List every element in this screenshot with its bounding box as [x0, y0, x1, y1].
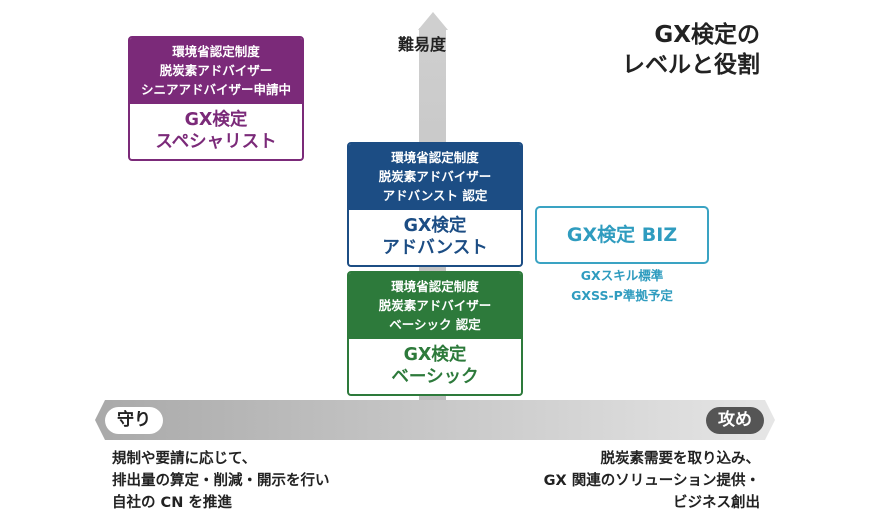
- card-header: 環境省認定制度 脱炭素アドバイザー アドバンスト 認定: [349, 144, 521, 210]
- name-line: アドバンスト: [382, 238, 488, 258]
- defense-description: 規制や要請に応じて、 排出量の算定・削減・開示を行い 自社の CN を推進: [112, 448, 330, 514]
- card-header: 環境省認定制度 脱炭素アドバイザー シニアアドバイザー申請中: [130, 38, 302, 104]
- caption-line: GXスキル標準: [580, 268, 664, 283]
- card-name: GX検定 アドバンスト: [349, 210, 521, 265]
- description-line: 自社の CN を推進: [112, 495, 232, 511]
- difficulty-arrow-head-icon: [418, 12, 448, 30]
- defense-label: 守り: [105, 407, 163, 434]
- level-card-biz: GX検定 BIZ: [535, 206, 709, 264]
- header-line: 環境省認定制度: [172, 44, 260, 59]
- name-line: GX検定: [403, 345, 467, 365]
- name-line: ベーシック: [391, 367, 479, 387]
- caption-line: GXSS-P準拠予定: [571, 288, 673, 303]
- header-line: ベーシック 認定: [389, 317, 481, 332]
- offense-label: 攻め: [706, 407, 764, 434]
- card-name: GX検定 ベーシック: [349, 339, 521, 394]
- offense-description: 脱炭素需要を取り込み、 GX 関連のソリューション提供・ ビジネス創出: [544, 448, 760, 514]
- biz-caption: GXスキル標準 GXSS-P準拠予定: [535, 266, 709, 306]
- header-line: シニアアドバイザー申請中: [140, 82, 291, 97]
- description-line: 排出量の算定・削減・開示を行い: [112, 473, 330, 489]
- header-line: 脱炭素アドバイザー: [378, 298, 492, 313]
- level-card-advanced: 環境省認定制度 脱炭素アドバイザー アドバンスト 認定 GX検定 アドバンスト: [347, 142, 523, 267]
- difficulty-axis-label: 難易度: [398, 35, 447, 54]
- header-line: 環境省認定制度: [391, 150, 479, 165]
- description-line: 規制や要請に応じて、: [112, 451, 257, 467]
- header-line: 脱炭素アドバイザー: [159, 63, 273, 78]
- name-line: GX検定: [403, 216, 467, 236]
- page-title: GX検定の レベルと役割: [590, 20, 760, 80]
- header-line: 環境省認定制度: [391, 279, 479, 294]
- level-card-basic: 環境省認定制度 脱炭素アドバイザー ベーシック 認定 GX検定 ベーシック: [347, 271, 523, 396]
- name-line: GX検定: [184, 110, 248, 130]
- title-line-1: GX検定の: [654, 22, 760, 48]
- name-line: スペシャリスト: [155, 132, 277, 152]
- description-line: 脱炭素需要を取り込み、: [600, 451, 761, 467]
- defense-offense-axis-bar: [95, 400, 775, 440]
- card-name: GX検定 スペシャリスト: [130, 104, 302, 159]
- header-line: アドバンスト 認定: [382, 188, 488, 203]
- header-line: 脱炭素アドバイザー: [378, 169, 492, 184]
- title-line-2: レベルと役割: [622, 52, 760, 78]
- level-card-specialist: 環境省認定制度 脱炭素アドバイザー シニアアドバイザー申請中 GX検定 スペシャ…: [128, 36, 304, 161]
- description-line: GX 関連のソリューション提供・: [543, 473, 760, 489]
- description-line: ビジネス創出: [673, 495, 760, 511]
- card-header: 環境省認定制度 脱炭素アドバイザー ベーシック 認定: [349, 273, 521, 339]
